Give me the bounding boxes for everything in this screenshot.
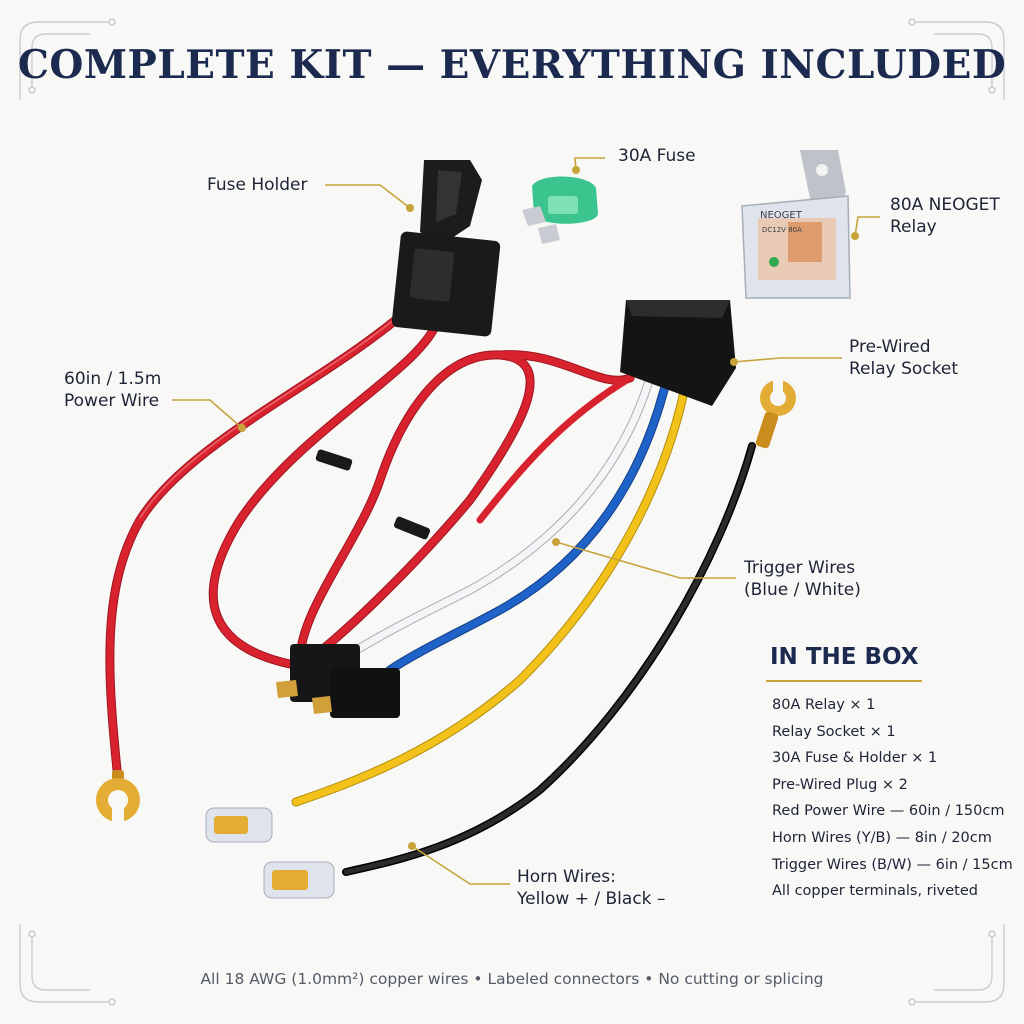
list-item: Trigger Wires (B/W) — 6in / 15cm <box>772 856 1013 873</box>
in-the-box-heading: IN THE BOX <box>770 644 919 670</box>
list-item: Horn Wires (Y/B) — 8in / 20cm <box>772 829 992 846</box>
list-item: All copper terminals, riveted <box>772 883 978 900</box>
fuse-holder-label: Fuse Holder <box>207 175 308 195</box>
relay-socket-label: Pre-Wired Relay Socket <box>849 336 958 380</box>
plug-connector-icon <box>276 644 400 718</box>
red-loop-wire <box>208 317 635 671</box>
relay-socket-label-line1: Pre-Wired <box>849 337 931 357</box>
horn-wires-label-line1: Horn Wires: <box>517 867 616 887</box>
yellow-horn-wire <box>291 387 689 807</box>
fuse-holder-icon <box>391 160 501 337</box>
cable-tie-icon <box>315 449 431 540</box>
relay-label-line2: Relay <box>890 217 937 237</box>
callout-leader-lines <box>172 157 880 885</box>
trigger-wires-label-line2: (Blue / White) <box>744 580 861 600</box>
page-title: COMPLETE KIT — EVERYTHING INCLUDED <box>17 42 1007 88</box>
list-item: Red Power Wire — 60in / 150cm <box>772 803 1005 820</box>
fuse-label: 30A Fuse <box>618 146 696 166</box>
relay-socket-label-line2: Relay Socket <box>849 359 959 379</box>
relay-brand-print: NEOGET <box>760 210 803 221</box>
fork-terminal-icon <box>755 376 796 449</box>
fuse-icon <box>522 176 598 244</box>
ring-terminal-icon <box>96 770 140 828</box>
power-wire-label-line1: 60in / 1.5m <box>64 369 162 389</box>
list-item: Pre-Wired Plug × 2 <box>772 776 908 793</box>
relay-icon: NEOGET DC12V 80A <box>741 150 851 299</box>
relay-socket-icon <box>620 300 736 406</box>
relay-spec-print: DC12V 80A <box>762 226 802 234</box>
power-wire-label-line2: Power Wire <box>64 391 160 411</box>
blue-trigger-wire <box>385 385 669 675</box>
list-item: 30A Fuse & Holder × 1 <box>772 750 938 767</box>
white-trigger-wire <box>355 379 653 653</box>
horn-wires-label-line2: Yellow + / Black – <box>517 889 666 909</box>
relay-label-line1: 80A NEOGET <box>890 195 1000 215</box>
circuit-corner-decoration <box>19 18 1005 1006</box>
in-the-box-list: 80A Relay × 1 Relay Socket × 1 30A Fuse … <box>772 692 1013 905</box>
spade-terminal-icon <box>205 807 335 899</box>
red-power-wire <box>105 301 417 785</box>
list-item: Relay Socket × 1 <box>772 723 896 740</box>
power-wire-label: 60in / 1.5m Power Wire <box>64 368 161 412</box>
list-item: 80A Relay × 1 <box>772 697 876 713</box>
red-socket-wire <box>476 374 634 524</box>
black-horn-wire <box>342 442 756 876</box>
trigger-wires-label-line1: Trigger Wires <box>744 558 856 578</box>
horn-wires-label: Horn Wires: Yellow + / Black – <box>517 866 665 910</box>
footer-note: All 18 AWG (1.0mm²) copper wires • Label… <box>200 970 824 988</box>
relay-label: 80A NEOGET Relay <box>890 194 1000 238</box>
trigger-wires-label: Trigger Wires (Blue / White) <box>744 557 861 601</box>
heading-divider <box>766 680 922 682</box>
